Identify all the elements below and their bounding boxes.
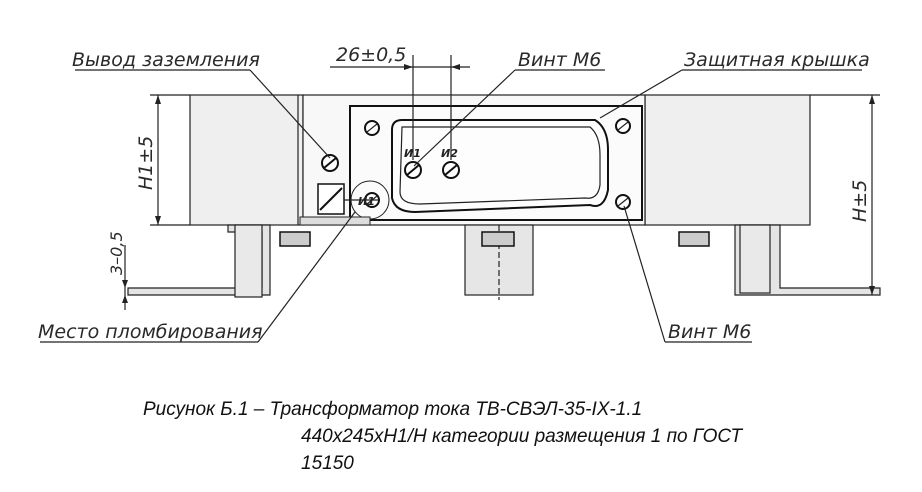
figure-caption: Рисунок Б.1 – Трансформатор тока ТВ-СВЭЛ… — [143, 396, 883, 477]
bracket-right — [734, 224, 881, 296]
transformer-body-right — [644, 94, 811, 226]
cover-screw-top-left — [364, 120, 380, 136]
transformer-body-left — [189, 94, 304, 226]
grounding-screw — [321, 154, 339, 172]
seal-terminal-label: И1 — [358, 195, 375, 208]
cover-screw-bottom-right — [615, 194, 631, 210]
height-h1-label: H1±5 — [135, 136, 157, 190]
ground-terminal-label: Вывод заземления — [72, 49, 260, 71]
terminal-i1 — [404, 161, 422, 179]
gap-label: 3–0,5 — [107, 231, 126, 275]
nut-left — [279, 231, 311, 247]
cover-screw-top-right — [615, 118, 631, 134]
terminal-i2 — [442, 161, 460, 179]
protective-cover-label: Защитная крышка — [684, 49, 870, 71]
technical-drawing: И1 И2 И1 H1±5 H±5 3–0,5 — [38, 44, 881, 343]
terminal-window — [391, 119, 609, 214]
dimension-26-label: 26±0,5 — [336, 44, 406, 66]
caption-line-3: 15150 — [301, 453, 354, 474]
terminal-i2-label: И2 — [441, 147, 458, 160]
nut-right — [678, 231, 710, 247]
seal-place-label: Место пломбирования — [38, 321, 263, 343]
screw-bottom-label: Винт М6 — [668, 321, 751, 343]
caption-line-2: 440х245хН1/Н категории размещения 1 по Г… — [301, 426, 743, 447]
caption-line-1: Рисунок Б.1 – Трансформатор тока ТВ-СВЭЛ… — [143, 399, 643, 420]
screw-top-label: Винт М6 — [518, 49, 601, 71]
height-h-label: H±5 — [849, 180, 871, 222]
nut-center — [481, 231, 515, 247]
